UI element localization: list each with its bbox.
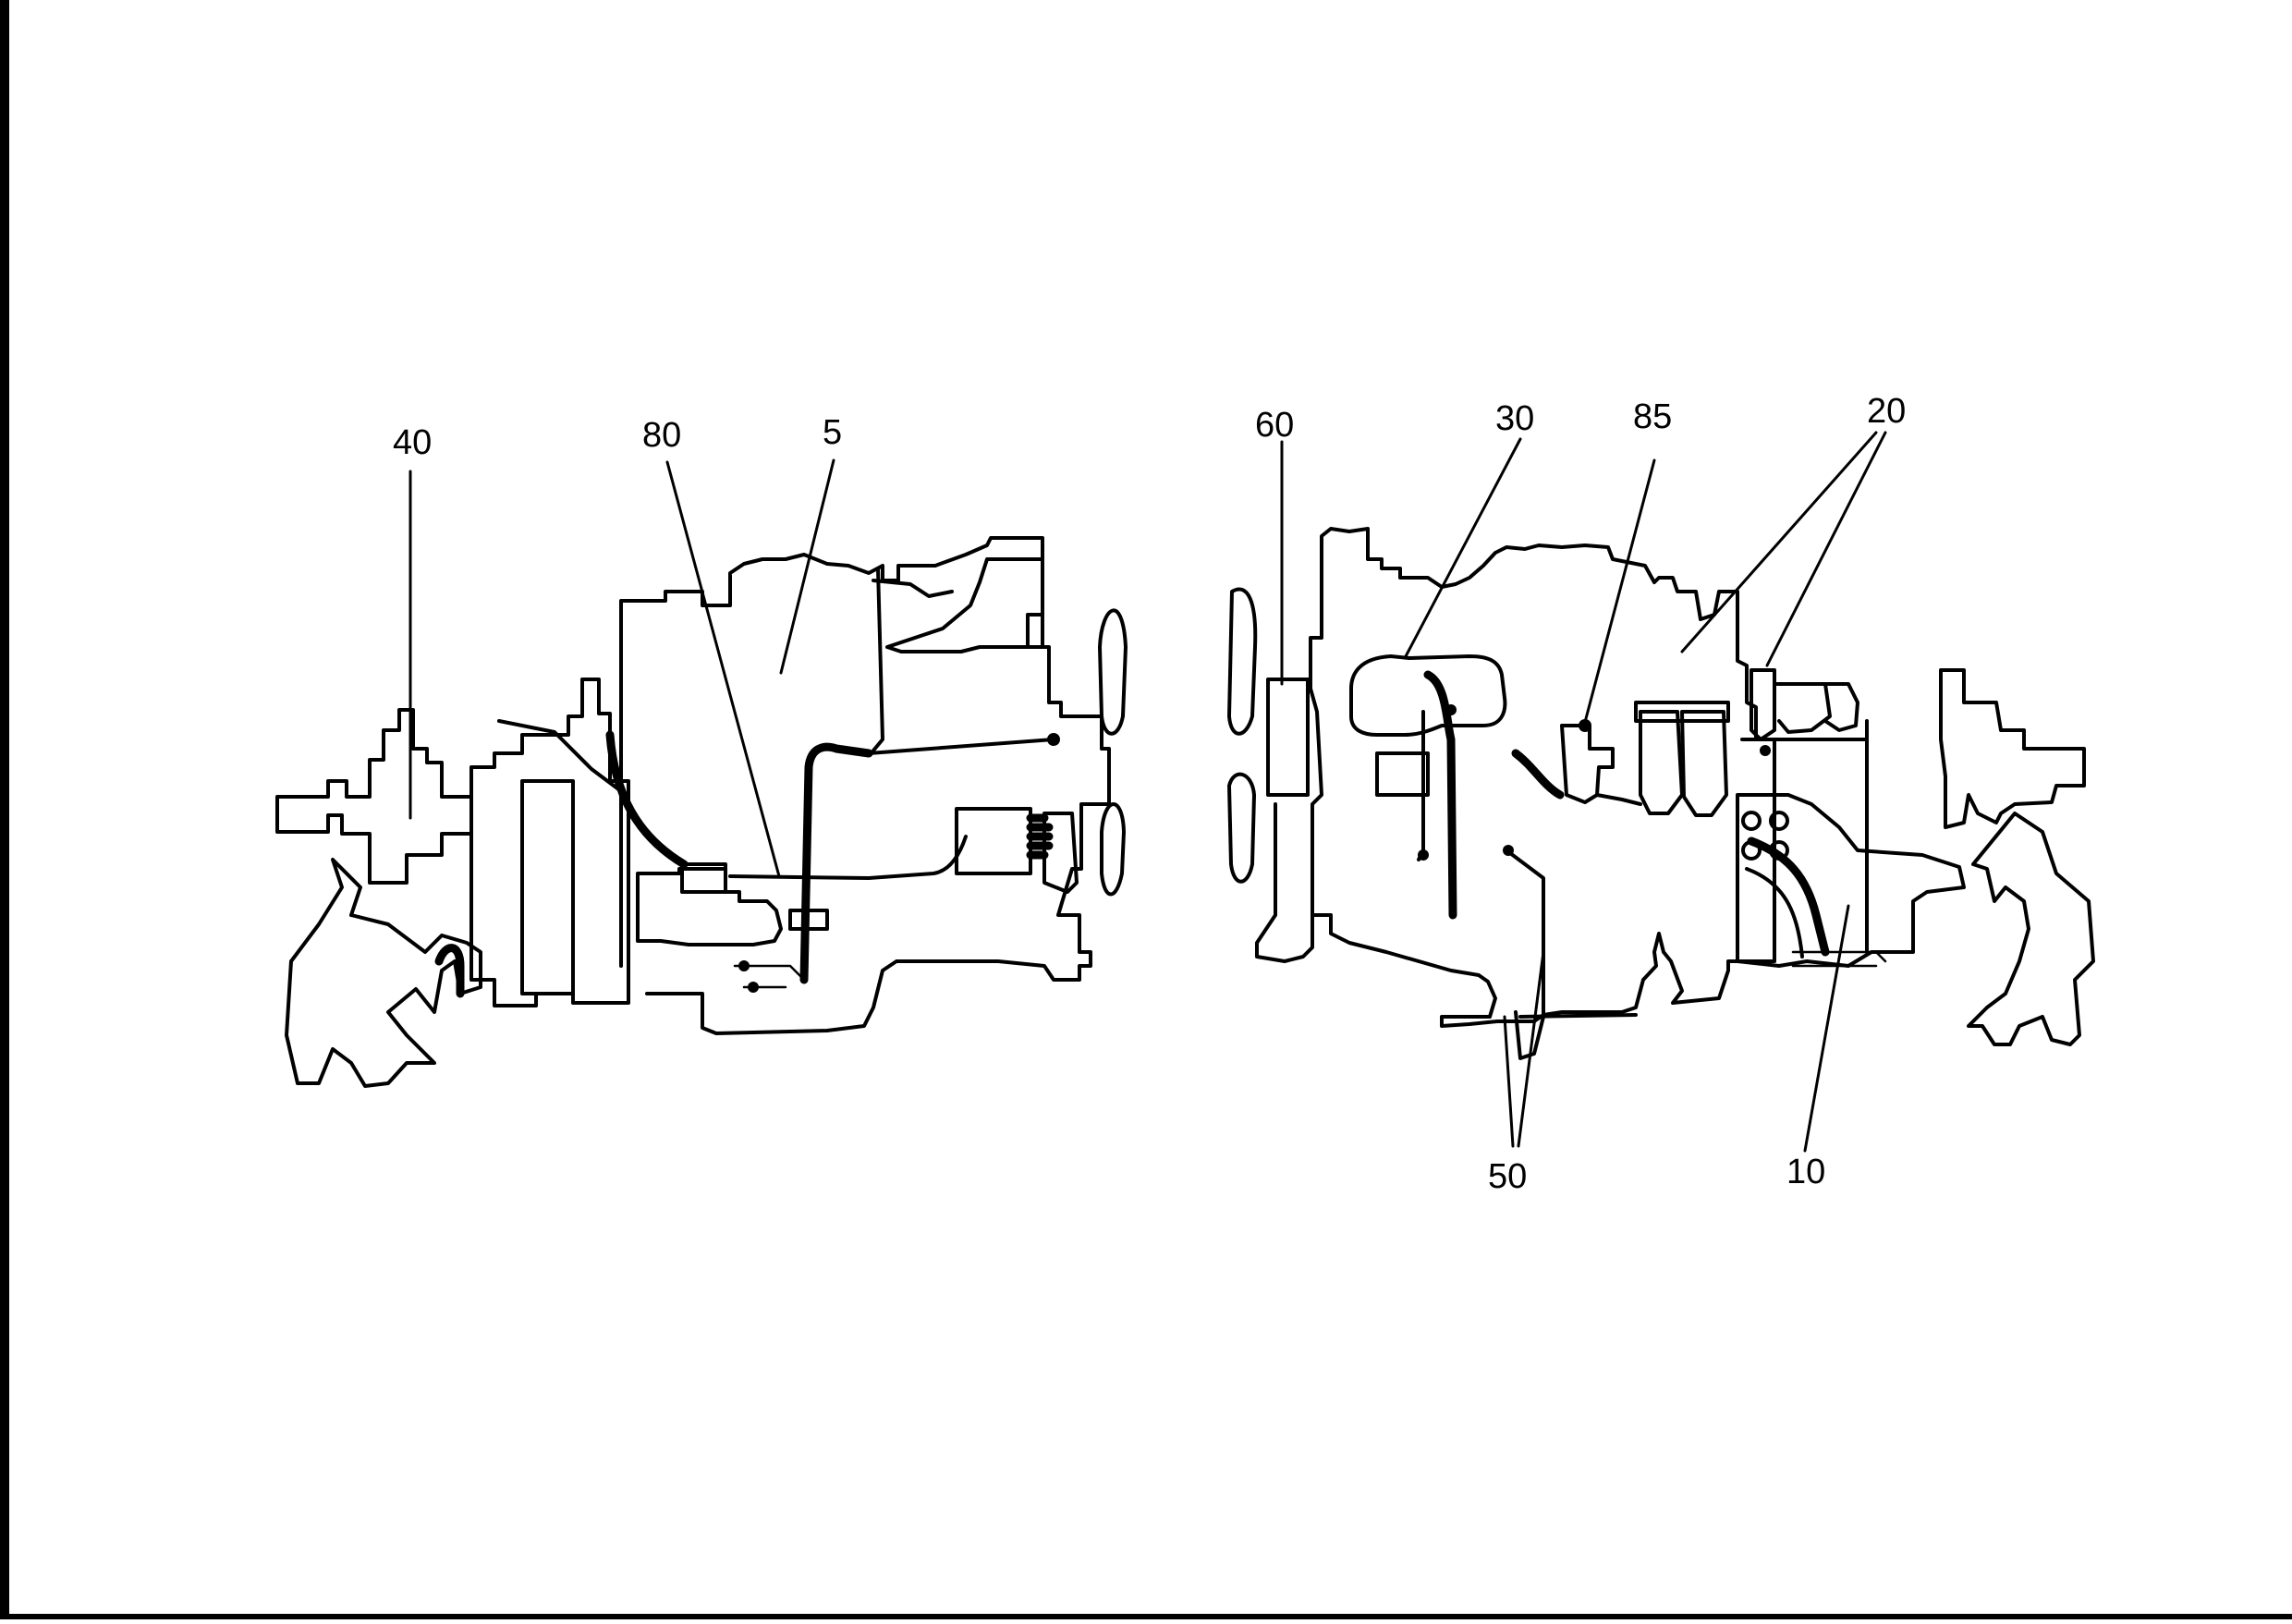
- right-lower-bracket: [1967, 812, 2095, 1046]
- left-harness-branch-a: [867, 738, 1055, 755]
- left-intake-pipe: [872, 579, 954, 598]
- right-fan-hub: [1266, 678, 1310, 797]
- right-mount-plate: [1736, 793, 1966, 968]
- left-connector-a: [1047, 733, 1060, 746]
- left-connector-b: [738, 960, 750, 971]
- right-harness-loop: [1349, 654, 1507, 737]
- left-bracket-coil: [434, 944, 465, 998]
- left-engine-block: [619, 536, 1111, 1035]
- right-filter-right: [1680, 710, 1728, 817]
- left-lower-bracket: [285, 858, 482, 1088]
- left-housing: [469, 678, 630, 1007]
- left-intake-box: [885, 557, 1044, 653]
- left-harness-main: [605, 730, 689, 869]
- callout-40: 40: [393, 423, 432, 462]
- right-injector-pipe: [1823, 682, 1859, 732]
- callout-50: 50: [1488, 1157, 1527, 1196]
- right-mount-bolt-1: [1741, 811, 1762, 831]
- right-fan-upper-blade: [1227, 587, 1258, 736]
- right-connector-e: [1760, 745, 1771, 756]
- callout-10: 10: [1786, 1153, 1825, 1191]
- right-harness-main: [1423, 670, 1457, 920]
- right-filter-left: [1639, 710, 1684, 815]
- right-relay-block: [1560, 724, 1615, 804]
- right-harness-sensor: [1375, 751, 1430, 797]
- callout-80: 80: [642, 416, 681, 455]
- callout-85: 85: [1633, 397, 1672, 436]
- left-alternator: [955, 807, 1032, 875]
- callout-20: 20: [1867, 392, 1906, 431]
- left-harness-branch-b: [728, 835, 968, 880]
- sheet-border-bottom: [0, 1614, 2292, 1619]
- right-connector-a: [1445, 704, 1457, 715]
- left-junction-box: [788, 909, 829, 931]
- right-mount-bolt-2: [1769, 811, 1789, 831]
- right-output-flange: [1939, 668, 2086, 829]
- sheet-border-left: [0, 0, 9, 1619]
- left-connector-c: [748, 982, 759, 993]
- left-engine-view: [275, 536, 1128, 1088]
- right-injector-stack: [1749, 668, 1832, 741]
- right-connector-b: [1418, 849, 1429, 861]
- right-harness-bottom: [1518, 1013, 1638, 1019]
- left-belt-bracket: [1042, 812, 1079, 894]
- right-relay-cable: [1511, 749, 1565, 800]
- right-engine-view: [1227, 527, 2095, 1060]
- right-connector-c: [1503, 845, 1514, 856]
- right-sump-bracket: [1255, 802, 1314, 963]
- right-fuel-pipe-2: [1745, 867, 1804, 959]
- leader-30: [1403, 437, 1522, 660]
- left-alternator-pulley: [1026, 813, 1054, 860]
- left-starter-motor: [636, 867, 783, 946]
- right-fan-lower-blade: [1227, 772, 1256, 884]
- left-fan-upper-blade: [1098, 608, 1128, 736]
- right-relay-wire: [1595, 793, 1642, 806]
- callout-60: 60: [1255, 406, 1294, 445]
- left-shroud: [497, 719, 630, 799]
- leader-85: [1582, 458, 1656, 727]
- leader-20-a: [1680, 431, 1878, 653]
- leader-20-b: [1765, 431, 1887, 667]
- left-solenoid: [680, 862, 727, 894]
- leader-80: [665, 460, 781, 878]
- leader-5: [779, 458, 835, 675]
- right-harness-lower: [1505, 849, 1545, 1060]
- callout-5: 5: [823, 413, 842, 452]
- right-filter-head: [1634, 701, 1730, 723]
- leader-10: [1803, 904, 1850, 1153]
- left-radiator-core: [520, 779, 575, 995]
- left-harness-vertical: [799, 742, 873, 984]
- right-fuel-pipe: [1747, 836, 1830, 957]
- left-fan-lower-blade: [1100, 802, 1126, 897]
- left-bracket-outline: [275, 708, 473, 885]
- callout-30: 30: [1495, 399, 1534, 438]
- leader-50-b: [1517, 950, 1545, 1148]
- right-bottom-pipes: [1791, 950, 1887, 968]
- leader-50-a: [1503, 1015, 1515, 1148]
- left-harness-branch-c: [872, 567, 884, 752]
